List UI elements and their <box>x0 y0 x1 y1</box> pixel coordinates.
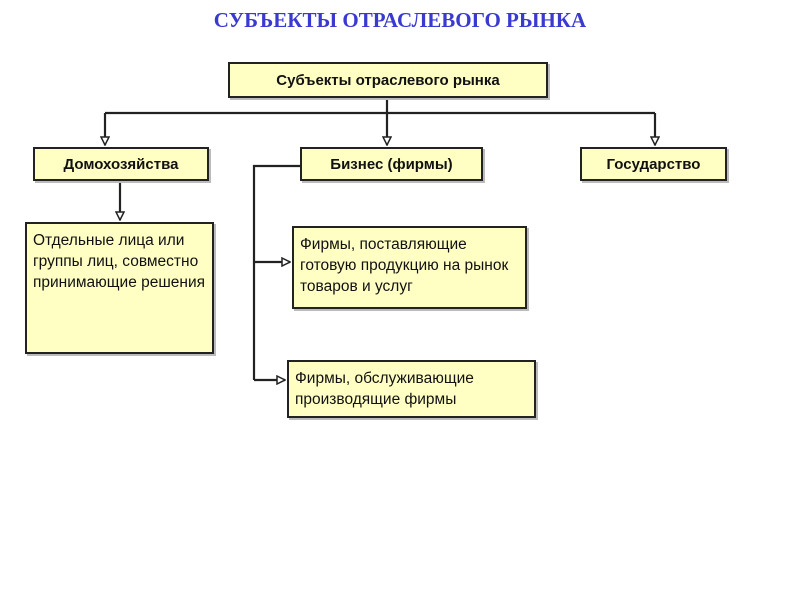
page-title: СУБЪЕКТЫ ОТРАСЛЕВОГО РЫНКА <box>213 8 587 32</box>
node-households: Домохозяйства <box>33 147 209 181</box>
node-business-child-1: Фирмы, поставляющие готовую продукцию на… <box>292 226 527 309</box>
connector-line <box>252 164 300 380</box>
node-business: Бизнес (фирмы) <box>300 147 483 181</box>
root-node: Субъекты отраслевого рынка <box>228 62 548 98</box>
node-households-desc: Отдельные лица или группы лиц, совместно… <box>25 222 214 354</box>
node-business-child-2: Фирмы, обслуживающие производящие фирмы <box>287 360 536 418</box>
node-state: Государство <box>580 147 727 181</box>
